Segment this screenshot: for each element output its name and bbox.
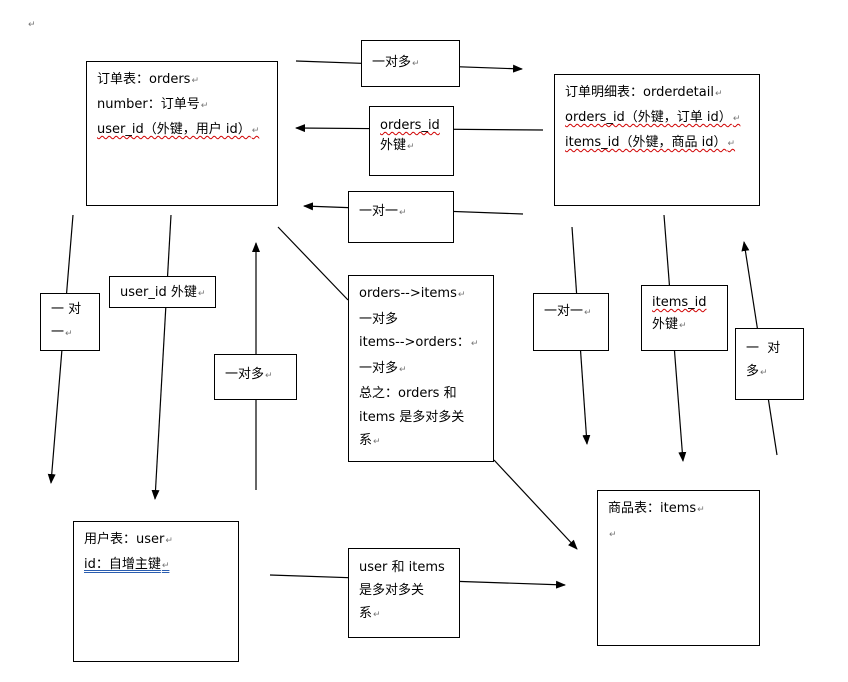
arrow-orders-to-user-fk (151, 214, 172, 500)
label-one-to-one-mid: 一对一↵ (348, 191, 454, 243)
label-orders-id-fk: orders_id 外键↵ (369, 106, 454, 176)
label-one-to-many-right: 一 对 多↵ (735, 328, 804, 400)
label-one-to-one-right: 一对一↵ (533, 293, 609, 351)
label-user-items-many-to-many: user 和 items 是多对多关 系↵ (348, 548, 460, 638)
line-orders-to-summary (277, 226, 349, 301)
orders-table-title: 订单表：orders↵ (97, 72, 199, 87)
orders-number-field: number：订单号↵ (97, 97, 209, 112)
label-one-to-one-left: 一 对 一↵ (40, 293, 100, 351)
orderdetail-items-id-field: items_id（外键，商品 id）↵ (565, 135, 736, 150)
orderdetail-orders-id-field: orders_id（外键，订单 id）↵ (565, 110, 741, 125)
label-one-to-many-top: 一对多↵ (361, 40, 460, 87)
user-table-box: 用户表：user↵ id：自增主键↵ (73, 521, 239, 662)
user-table-title: 用户表：user↵ (84, 532, 173, 547)
orderdetail-table-box: 订单明细表：orderdetail↵ orders_id（外键，订单 id）↵ … (554, 74, 760, 206)
label-user-id-fk: user_id 外键↵ (109, 276, 216, 308)
items-empty-line: ↵ (609, 530, 617, 540)
paragraph-mark: ↵ (28, 20, 36, 30)
items-table-box: 商品表：items↵ ↵ (597, 490, 760, 646)
items-table-title: 商品表：items↵ (608, 501, 705, 516)
orders-user-id-field: user_id（外键，用户 id）↵ (97, 122, 260, 137)
orders-table-box: 订单表：orders↵ number：订单号↵ user_id（外键，用户 id… (86, 61, 278, 206)
user-id-field: id：自增主键↵ (84, 557, 170, 572)
orderdetail-table-title: 订单明细表：orderdetail↵ (565, 85, 723, 100)
summary-note-box: orders-->items↵ 一对多 items-->orders：↵ 一对多… (348, 275, 494, 462)
label-items-id-fk: items_id 外键↵ (641, 285, 728, 351)
arrow-summary-to-items (493, 459, 578, 550)
label-one-to-many-left: 一对多↵ (214, 354, 297, 400)
